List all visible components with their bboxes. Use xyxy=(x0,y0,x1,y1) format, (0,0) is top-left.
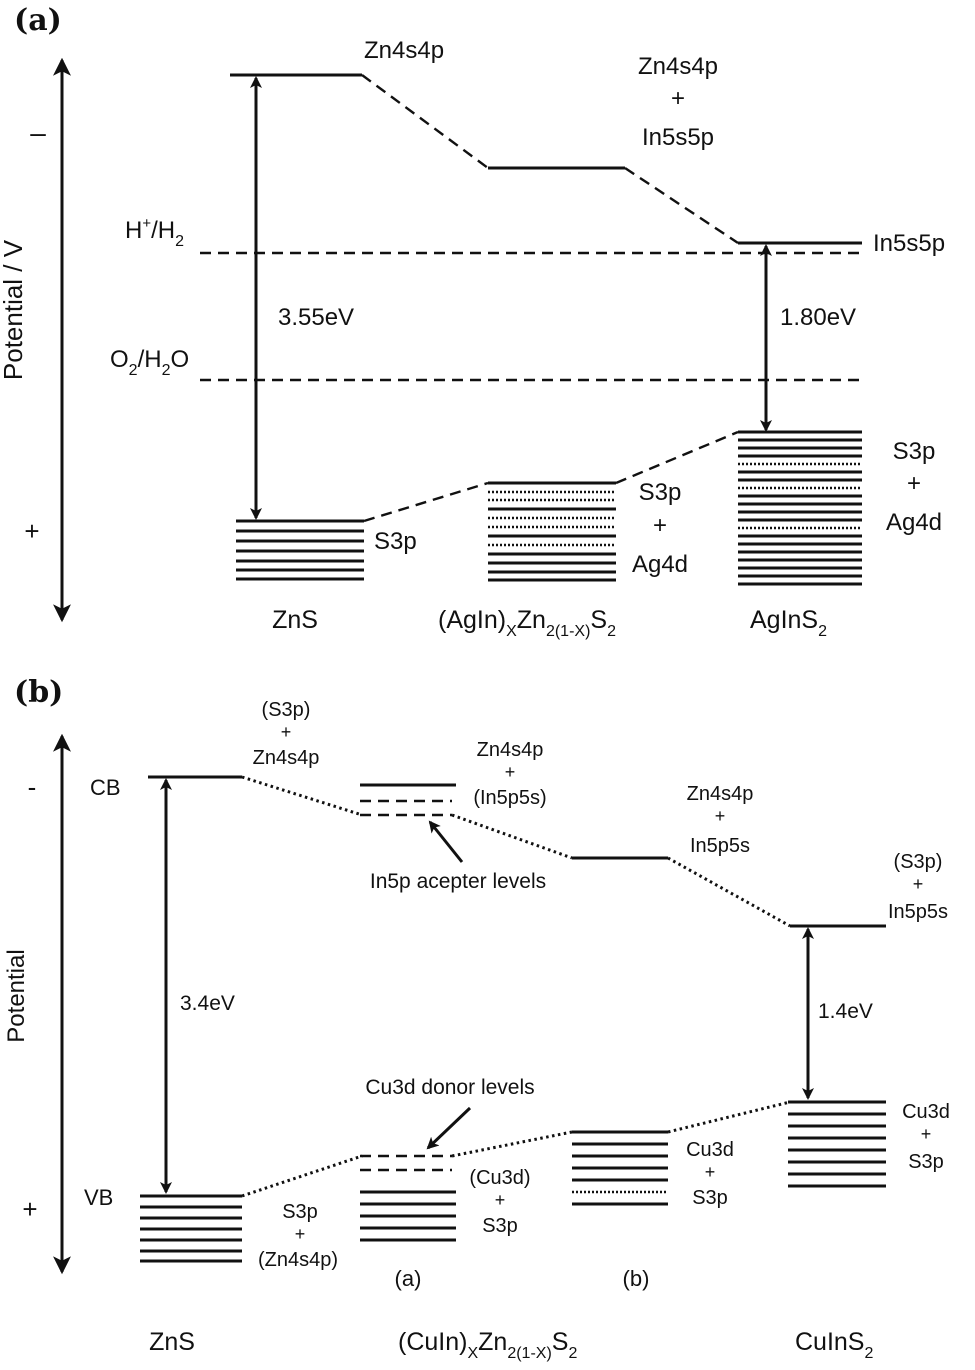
cuins2-vb-band xyxy=(788,1100,886,1188)
cuins2-cb-label-line2: + xyxy=(913,874,924,894)
minus-sign: - xyxy=(28,772,37,802)
cb-label: CB xyxy=(90,775,121,800)
cuins2-cb-label-line3: In5p5s xyxy=(888,901,948,923)
mid-vb-label-line3: Ag4d xyxy=(632,551,688,578)
zns-cb-label-line3: Zn4s4p xyxy=(253,747,320,769)
alloy-a-vb-label-line2: + xyxy=(495,1190,506,1210)
agins2-vb-label-line1: S3p xyxy=(893,438,936,465)
mid-vb-band xyxy=(488,481,616,582)
plus-sign: + xyxy=(22,1194,37,1224)
alloy-b-vb-label-line2: + xyxy=(705,1162,716,1182)
cuins2-gap-label: 1.4eV xyxy=(818,1000,873,1023)
cuins2-name: CuInS2 xyxy=(795,1328,873,1362)
cb-connector xyxy=(451,813,573,860)
cuins2-vb-label-line1: Cu3d xyxy=(902,1101,950,1123)
o2-reference-label: O2/H2O xyxy=(110,346,189,379)
cuins2-vb-label-line2: + xyxy=(921,1124,932,1144)
zns-vb-label-line3: (Zn4s4p) xyxy=(258,1249,338,1271)
zns-name: ZnS xyxy=(149,1328,195,1356)
zns-vb-label-line2: + xyxy=(295,1224,306,1244)
potential-axis-label: Potential / V xyxy=(0,239,28,380)
alloy-a-vb-label-line1: (Cu3d) xyxy=(469,1167,530,1189)
mid-cb-label-line3: In5s5p xyxy=(642,124,714,151)
mid-cb-label-line1: Zn4s4p xyxy=(638,53,718,80)
mid-vb-label-line2: + xyxy=(653,512,667,539)
alloy-b-cb-label-line3: In5p5s xyxy=(690,835,750,857)
cb-connector xyxy=(667,856,791,928)
vb-label: VB xyxy=(84,1185,113,1210)
vb-connector xyxy=(451,1130,573,1158)
panel-a-label: (a) xyxy=(14,3,62,38)
zns-vb-band xyxy=(236,519,364,581)
zns-vb-band xyxy=(140,1194,242,1263)
donor-pointer-arrow xyxy=(426,1106,472,1150)
agins2-name: AgInS2 xyxy=(750,606,827,640)
vb-connector xyxy=(615,430,739,485)
zns-vb-label: S3p xyxy=(374,528,417,555)
sub-a-label: (a) xyxy=(395,1266,422,1291)
cb-connector xyxy=(624,167,739,244)
cb-connector xyxy=(361,74,489,169)
minus-sign: – xyxy=(30,117,46,148)
panel-b-label: (b) xyxy=(14,675,63,710)
plus-sign: + xyxy=(24,516,39,546)
vb-connector xyxy=(363,481,489,523)
mid-vb-label-line1: S3p xyxy=(639,479,682,506)
zns-vb-label-line1: S3p xyxy=(282,1201,318,1223)
alloy-b-cb-label-line2: + xyxy=(715,806,726,826)
potential-axis-label: Potential xyxy=(3,949,30,1042)
vb-connector xyxy=(667,1100,791,1134)
agins2-vb-label-line3: Ag4d xyxy=(886,509,942,536)
alloy-a-cb-label-line3: (In5p5s) xyxy=(473,787,546,809)
cuins2-cb-label-line1: (S3p) xyxy=(894,851,943,873)
alloy-a-cb-label-line2: + xyxy=(505,762,516,782)
zns-gap-label: 3.55eV xyxy=(278,304,354,331)
alloy-b-vb-label-line3: S3p xyxy=(692,1187,728,1209)
cb-connector xyxy=(241,775,363,817)
zns-cb-label-line1: (S3p) xyxy=(262,699,311,721)
agins2-gap-label: 1.80eV xyxy=(780,304,856,331)
zns-cb-label: Zn4s4p xyxy=(364,37,444,64)
alloy-name: (CuIn)XZn2(1-X)S2 xyxy=(398,1328,577,1362)
alloy-a-cb-label-line1: Zn4s4p xyxy=(477,739,544,761)
agins2-vb-band xyxy=(738,430,862,586)
panel-a: (a) Potential / V – + H+/H2 O2/H2O Zn4s4… xyxy=(0,3,945,640)
alloy-a-vb-band xyxy=(360,1190,456,1242)
alloy-a-vb-label-line3: S3p xyxy=(482,1215,518,1237)
sub-b-label: (b) xyxy=(623,1266,650,1291)
mid-cb-label-line2: + xyxy=(671,85,685,112)
h2-reference-label: H+/H2 xyxy=(125,215,184,250)
donor-label: Cu3d donor levels xyxy=(365,1076,534,1099)
agins2-vb-label-line2: + xyxy=(907,470,921,497)
panel-b: (b) Potential - + CB VB (S3p) + Zn4s4p Z… xyxy=(3,675,950,1362)
alloy-b-cb-label-line1: Zn4s4p xyxy=(687,783,754,805)
acceptor-pointer-arrow xyxy=(428,820,464,863)
acceptor-label: In5p acepter levels xyxy=(370,870,546,893)
zns-cb-label-line2: + xyxy=(281,722,292,742)
alloy-name: (AgIn)XZn2(1-X)S2 xyxy=(438,606,616,640)
alloy-b-vb-band xyxy=(572,1130,668,1206)
zns-name: ZnS xyxy=(272,606,318,634)
zns-gap-label: 3.4eV xyxy=(180,992,235,1015)
alloy-b-vb-label-line1: Cu3d xyxy=(686,1139,734,1161)
agins2-cb-label: In5s5p xyxy=(873,230,945,257)
vb-connector xyxy=(241,1154,363,1198)
cuins2-vb-label-line3: S3p xyxy=(908,1151,944,1173)
